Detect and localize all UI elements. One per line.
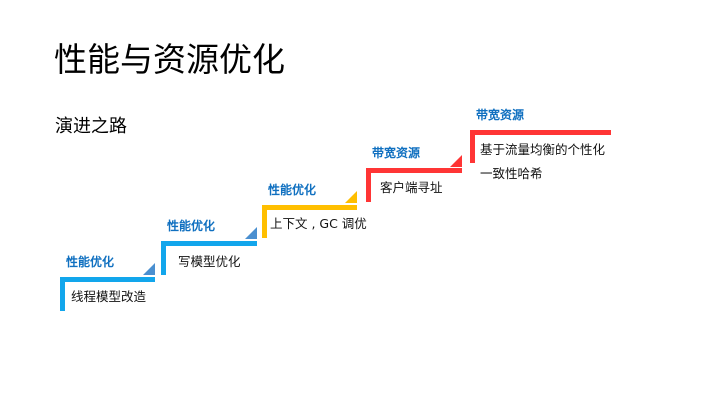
step-riser <box>262 205 267 238</box>
step-item: 写模型优化 <box>178 254 241 269</box>
step-category: 带宽资源 <box>476 108 525 122</box>
step-item: 上下文 , GC 调优 <box>270 216 367 231</box>
triangle-icon <box>345 191 357 203</box>
step-riser <box>366 168 371 202</box>
step-category: 性能优化 <box>66 255 115 269</box>
step-bar <box>60 277 155 282</box>
step-riser <box>161 241 166 275</box>
step-category: 带宽资源 <box>372 146 421 160</box>
page-title: 性能与资源优化 <box>54 40 285 79</box>
step-riser <box>470 130 475 163</box>
subtitle: 演进之路 <box>55 116 127 137</box>
step-category: 性能优化 <box>268 183 317 197</box>
triangle-icon <box>143 263 155 275</box>
step-item: 一致性哈希 <box>480 166 543 181</box>
step-bar <box>470 130 611 135</box>
step-bar <box>161 241 257 246</box>
triangle-icon <box>245 227 257 239</box>
step-bar <box>366 168 462 173</box>
step-item: 基于流量均衡的个性化 <box>480 142 606 157</box>
step-item: 线程模型改造 <box>71 289 147 304</box>
step-bar <box>262 205 357 210</box>
step-item: 客户端寻址 <box>380 180 443 195</box>
step-category: 性能优化 <box>167 219 216 233</box>
step-riser <box>60 277 65 311</box>
triangle-icon <box>450 155 462 167</box>
